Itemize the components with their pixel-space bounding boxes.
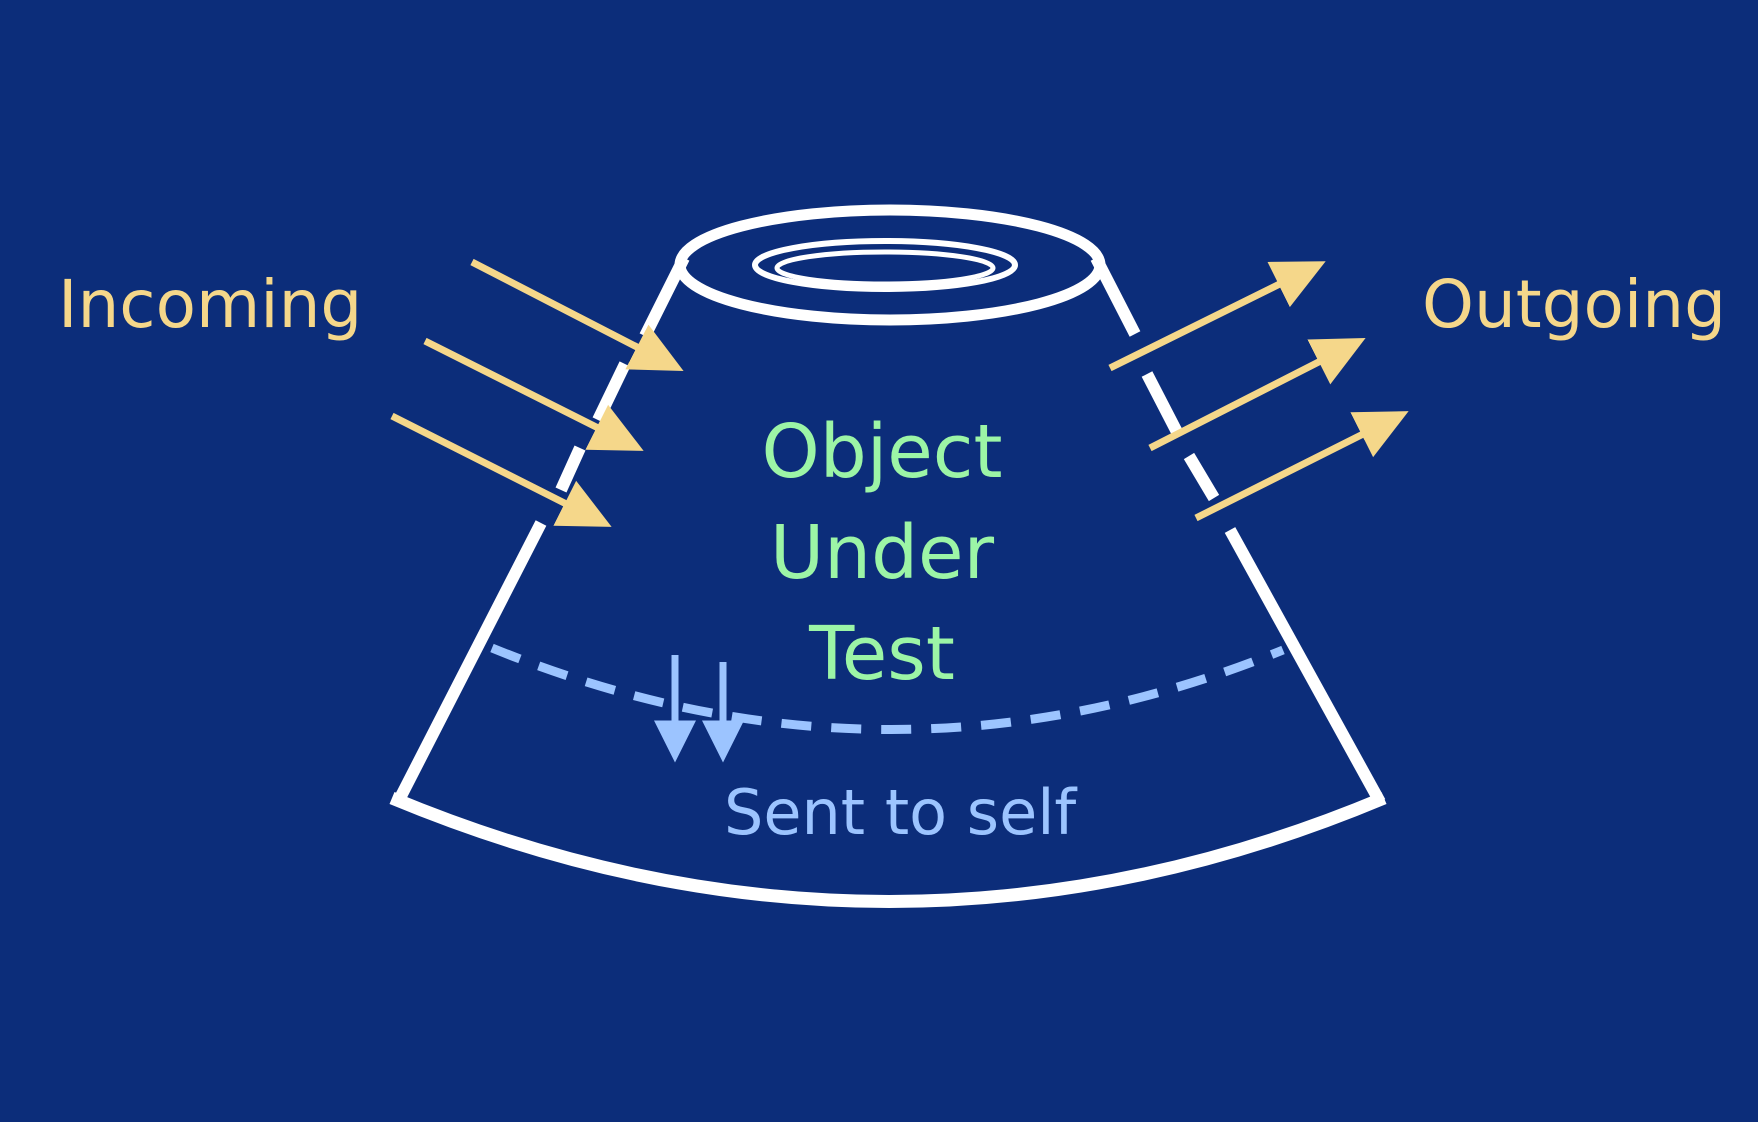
cone-bottom-edge [389,791,1387,908]
self-boundary-dashed-line [490,643,1285,734]
self-message-arrows [654,655,744,763]
outgoing-arrow [1108,261,1326,372]
cone-right-side [1090,255,1386,805]
cone-inner-opening-outer [752,238,1018,292]
incoming-arrows [390,258,684,527]
outgoing-arrow [1148,338,1366,452]
outgoing-arrow [1194,411,1409,522]
incoming-arrow [423,337,644,451]
object-under-test-line-2: Under [770,510,994,596]
incoming-label: Incoming [58,266,363,343]
object-under-test-line-1: Object [761,409,1003,495]
outgoing-arrows [1108,261,1409,522]
object-under-test-line-3: Test [809,611,955,697]
cone-inner-opening-inner [774,249,996,287]
sent-to-self-label: Sent to self [724,776,1077,849]
cone-top-rim [674,204,1106,326]
incoming-arrow [390,412,612,527]
incoming-arrow [470,258,684,372]
cone-left-side [392,255,690,805]
outgoing-label: Outgoing [1422,266,1726,343]
